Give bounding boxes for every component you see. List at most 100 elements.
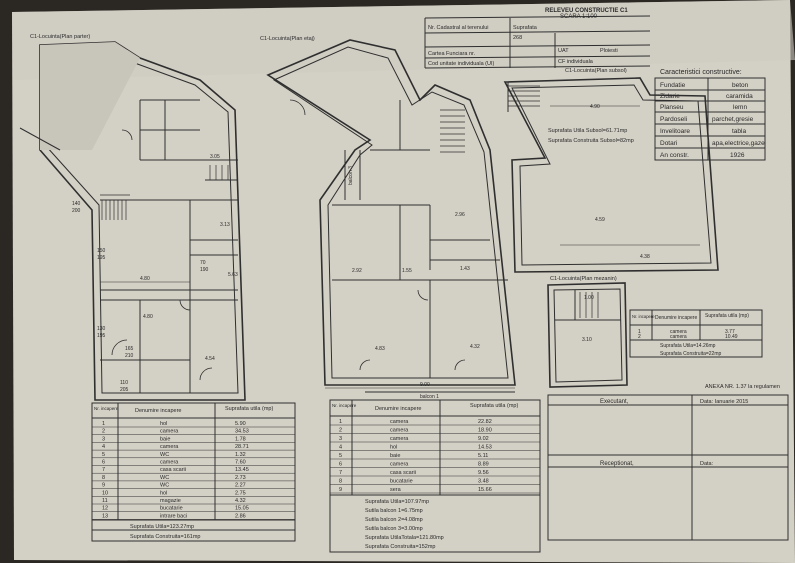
svg-text:4.80: 4.80 [140,276,150,282]
svg-text:Nr. incapere: Nr. incapere [94,406,119,411]
etaj-row-name: camera [390,462,409,468]
etaj-row-area: 9.56 [478,470,489,476]
tb-row1-value: 268 [513,35,522,41]
characteristics-frame [654,77,766,161]
svg-text:Nr. incapere: Nr. incapere [332,403,357,408]
svg-text:beton: beton [732,82,749,89]
svg-text:camera: camera [670,334,687,340]
svg-text:4.83: 4.83 [375,346,385,352]
etaj-row-name: bucatarie [390,479,413,485]
svg-text:4.38: 4.38 [640,254,650,260]
etaj-row-area: 14.53 [478,445,492,451]
svg-text:Denumire incapere: Denumire incapere [655,315,697,321]
svg-text:Suprafata utila (mp): Suprafata utila (mp) [470,403,518,409]
parter-row-area: 15.05 [235,506,249,512]
etaj-row-area: 22.82 [478,419,492,425]
etaj-row-area: 18.90 [478,428,492,434]
parter-row-area: 1.78 [235,436,246,442]
plan-etaj [266,39,516,393]
svg-text:Suprafata UtilaTotala=121.80mp: Suprafata UtilaTotala=121.80mp [365,535,444,541]
svg-text:Nr. incapere: Nr. incapere [632,314,655,319]
svg-text:Denumire incapere: Denumire incapere [375,406,421,412]
svg-text:apa,electrice,gaze: apa,electrice,gaze [712,140,765,147]
svg-text:Denumire incapere: Denumire incapere [135,408,181,414]
svg-text:3.10: 3.10 [582,337,592,343]
svg-text:Suprafata utila (mp): Suprafata utila (mp) [705,313,749,319]
subsol-utila: Suprafata Utila Subsol=61.71mp [548,128,627,134]
svg-text:4.80: 4.80 [143,314,153,320]
parter-row-area: 1.32 [235,452,246,458]
svg-text:2.96: 2.96 [455,212,465,218]
plan-etaj-title: C1-Locuinta(Plan etaj) [260,36,315,42]
date-label: Data: Ianuarie 2015 [700,399,748,405]
parter-row-area: 4.32 [235,498,246,504]
svg-text:lemn: lemn [733,104,747,111]
parter-row-nr: 4 [102,444,105,450]
tb-row1-vlabel: Suprafata [513,25,538,31]
etaj-row-area: 3.48 [478,479,489,485]
parter-row-area: 28.71 [235,444,249,450]
svg-text:Sutila balcon 3=3.00mp: Sutila balcon 3=3.00mp [365,526,423,532]
parter-row-name: bucatarie [160,506,183,512]
title: RELEVEU CONSTRUCTIE C1 [545,8,628,14]
svg-text:caramida: caramida [726,93,753,100]
table-mezanin: Nr. incapere Denumire incapere Suprafata… [632,313,749,357]
parter-row-name: WC [160,483,169,489]
parter-row-nr: 7 [102,467,105,473]
svg-text:150: 150 [97,248,106,254]
svg-text:140: 140 [72,201,81,207]
parter-row-area: 34.53 [235,429,249,435]
svg-text:Suprafata Utila=107.97mp: Suprafata Utila=107.97mp [365,499,429,505]
parter-row-nr: 5 [102,452,105,458]
tb-row2-vlabel: UAT [558,48,569,54]
svg-text:3.77: 3.77 [725,329,735,335]
svg-text:210: 210 [125,353,134,359]
svg-text:Invelitoare: Invelitoare [660,128,690,135]
parter-row-area: 5.90 [235,421,246,427]
parter-row-name: magazie [160,498,181,504]
tb-row2-value: Ploiesti [600,48,618,54]
parter-row-area: 2.75 [235,490,246,496]
etaj-row-name: hol [390,445,397,451]
plan-subsol-title: C1-Locuinta(Plan subsol) [565,68,627,74]
svg-text:Pardoseli: Pardoseli [660,116,687,123]
svg-text:205: 205 [120,387,129,393]
svg-text:4.90: 4.90 [590,104,600,110]
etaj-row-nr: 4 [339,445,342,451]
data2-label: Data: [700,461,714,467]
parter-row-name: camera [160,429,179,435]
parter-row-name: WC [160,475,169,481]
svg-text:Suprafata Construita=161mp: Suprafata Construita=161mp [130,534,200,540]
parter-row-nr: 1 [102,421,105,427]
characteristics-title: Caracteristici constructive: [660,69,742,76]
plan-mezanin-title: C1-Locuinta(Plan mezanin) [550,276,617,282]
etaj-row-nr: 6 [339,462,342,468]
parter-row-nr: 3 [102,436,105,442]
etaj-row-name: baie [390,453,400,459]
etaj-row-name: camera [390,436,409,442]
parter-row-name: camera [160,444,179,450]
table-parter: Nr. incapere Denumire incapere Suprafata… [92,406,295,540]
parter-row-nr: 8 [102,475,105,481]
svg-text:165: 165 [125,346,134,352]
etaj-row-nr: 2 [339,428,342,434]
svg-text:1: 1 [638,329,641,335]
tb-row3-vlabel: CF individuala [558,59,594,65]
paper [12,0,795,563]
svg-text:2: 2 [638,334,641,340]
svg-text:1.43: 1.43 [460,266,470,272]
svg-text:3.13: 3.13 [220,222,230,228]
etaj-row-area: 9.02 [478,436,489,442]
etaj-row-nr: 1 [339,419,342,425]
etaj-row-name: casa scarii [390,470,416,476]
parter-row-area: 2.73 [235,475,246,481]
svg-text:1.55: 1.55 [402,268,412,274]
etaj-row-name: camera [390,419,409,425]
svg-text:110: 110 [120,380,128,386]
parter-row-name: WC [160,452,169,458]
balcon3-label: balcon 3 [348,166,354,185]
svg-text:1926: 1926 [730,152,745,159]
